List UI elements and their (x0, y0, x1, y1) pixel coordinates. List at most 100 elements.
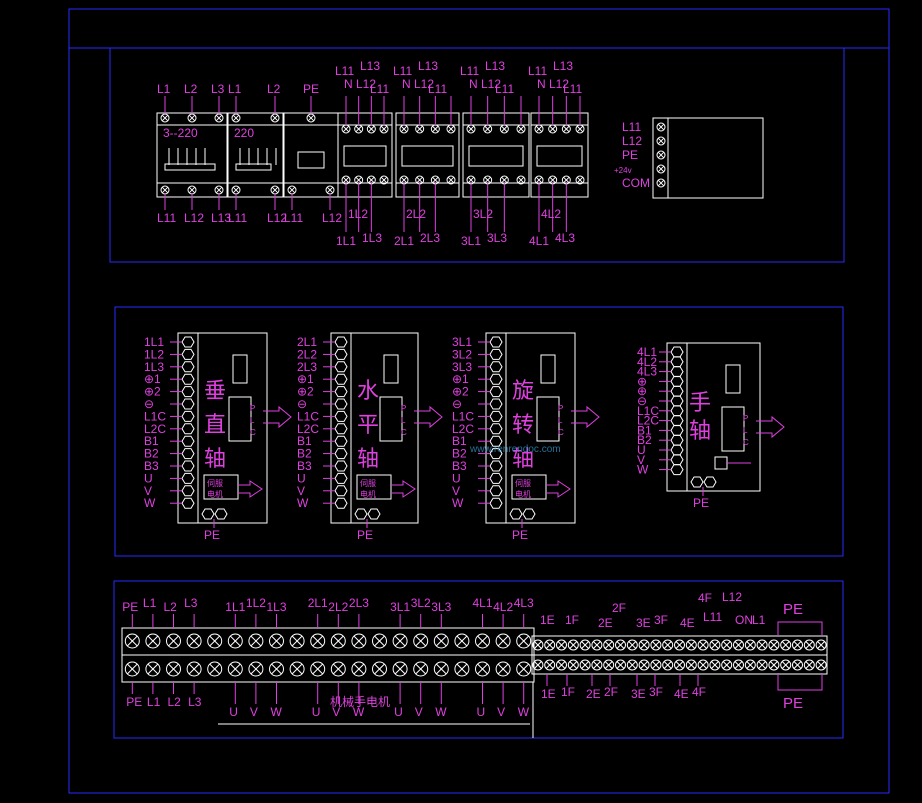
pe-bus-bottom (777, 674, 823, 691)
control-top-label: 4F (698, 591, 712, 605)
contactor-window (343, 145, 387, 167)
plc-label: C (250, 428, 256, 437)
drive-terminal (670, 424, 684, 436)
control-terminal-bottom-x (746, 661, 755, 669)
contactor-bottom-terminal-x (467, 176, 475, 184)
control-terminal-top-x (675, 641, 684, 649)
contactor-top-terminal-x (549, 125, 556, 133)
drive-terminal-label: 4L2 (637, 355, 657, 369)
pe-top-label: PE (783, 601, 803, 618)
strip-bottom-label: L3 (188, 695, 202, 709)
drive-terminal (489, 448, 503, 460)
breaker-top-terminal-x (215, 114, 223, 122)
drive-terminal (181, 435, 195, 447)
contactor-top-terminal-x (368, 125, 375, 133)
control-top-label: 1F (565, 613, 579, 627)
control-bottom-label: 4F (692, 685, 706, 699)
drive-terminal-label: ⊕1 (452, 372, 469, 386)
drive-terminal (489, 435, 503, 447)
control-terminal-bottom (756, 659, 768, 671)
drive-terminal (334, 423, 348, 435)
contactor-top-terminal-x (342, 125, 350, 133)
control-terminal-bottom-x (722, 661, 731, 669)
drive-terminal (670, 444, 684, 456)
plc-box (228, 396, 252, 442)
control-terminal-bottom (532, 659, 544, 671)
strip-terminal-top-x (456, 635, 468, 647)
contactor-bottom-label: 2L1 (394, 234, 414, 248)
contactor-top-label: N (537, 77, 546, 91)
control-terminal-bottom-x (640, 661, 648, 669)
control-terminal-bottom (626, 659, 638, 671)
strip-terminal-bottom-x (477, 663, 488, 675)
strip-terminal-bottom-x (394, 663, 406, 675)
drive-terminal (334, 410, 348, 422)
drive-terminal-label: 4L3 (637, 365, 657, 379)
drive-terminal (334, 472, 348, 484)
strip-terminal-top-x (394, 635, 406, 647)
plc-label: L (558, 416, 563, 425)
breaker-body (283, 112, 339, 198)
drive-terminal-label: B1 (144, 434, 159, 448)
control-terminal-top-x (793, 641, 802, 649)
strip-bottom-label: PE (126, 695, 142, 709)
drive-terminal-label: 2L1 (297, 335, 317, 349)
strip-bottom-label: U (477, 705, 486, 719)
contactor-bottom-label: 3L1 (461, 234, 481, 248)
drive-terminal (489, 472, 503, 484)
drive-terminal-label: L1C (297, 409, 319, 423)
servo-motor-label: 电机 (360, 489, 376, 499)
strip-terminal-top (207, 633, 223, 649)
breaker-bottom-terminal-x (215, 186, 223, 194)
contactor-bottom-label: 4L1 (529, 234, 549, 248)
strip-terminal-top (516, 633, 532, 649)
strip-terminal-top-x (518, 635, 529, 647)
control-terminal-bottom (815, 659, 827, 671)
strip-bottom-label: V (332, 705, 340, 719)
drive-terminal-label: ⊖ (297, 397, 307, 411)
drive-terminal-label: U (637, 443, 646, 457)
drive-terminal-label: L2C (144, 422, 166, 436)
strip-terminal-top-x (250, 635, 262, 647)
control-terminal-top (591, 639, 603, 651)
control-terminal-bottom (591, 659, 603, 671)
drive-terminal-label: ⊕2 (297, 385, 314, 399)
drive-terminal (334, 398, 348, 410)
control-terminal-bottom-x (534, 661, 542, 669)
strip-terminal-top-x (271, 635, 282, 647)
strip-terminal-top-x (209, 635, 220, 647)
control-bottom-label: 2F (604, 685, 618, 699)
drive-axis-name: 平 (357, 413, 379, 438)
control-terminal-top (650, 639, 662, 651)
contactor-top-label: L11 (563, 82, 582, 96)
control-terminal-bottom (685, 659, 697, 671)
contactor-body (337, 112, 393, 198)
breaker-top-label: L3 (211, 82, 225, 96)
contactor-bottom-label: 4L2 (541, 207, 561, 221)
servo-motor-label: 伺服 (360, 478, 376, 488)
strip-terminal-top-x (477, 635, 488, 647)
strip-terminal-bottom (269, 661, 284, 677)
plc-label: P (250, 404, 255, 413)
breaker-bottom-label: L12 (267, 211, 287, 225)
drive-terminal-label: 3L1 (452, 335, 472, 349)
breaker-bottom-terminal-x (161, 186, 169, 194)
breaker-bottom-label: L11 (284, 211, 303, 225)
drive-terminal-label: W (452, 496, 464, 510)
contactor-bottom-label: 2L2 (406, 207, 426, 221)
contactor-top-label: L11 (393, 64, 412, 78)
control-top-label: 1E (540, 613, 555, 627)
drive-terminal-label: W (637, 463, 649, 477)
control-terminal-bottom-x (663, 661, 672, 669)
strip-top-label: L2 (164, 600, 178, 614)
breaker-bottom-terminal-x (326, 186, 334, 194)
contactor-top-label: L12 (356, 77, 376, 91)
strip-terminal-bottom (289, 661, 305, 677)
strip-terminal-bottom-x (353, 663, 365, 675)
control-terminal-top (685, 639, 697, 651)
contactor-top-label: L12 (549, 77, 569, 91)
strip-top-label: 3L2 (411, 596, 431, 610)
control-terminal-bottom (544, 659, 556, 671)
